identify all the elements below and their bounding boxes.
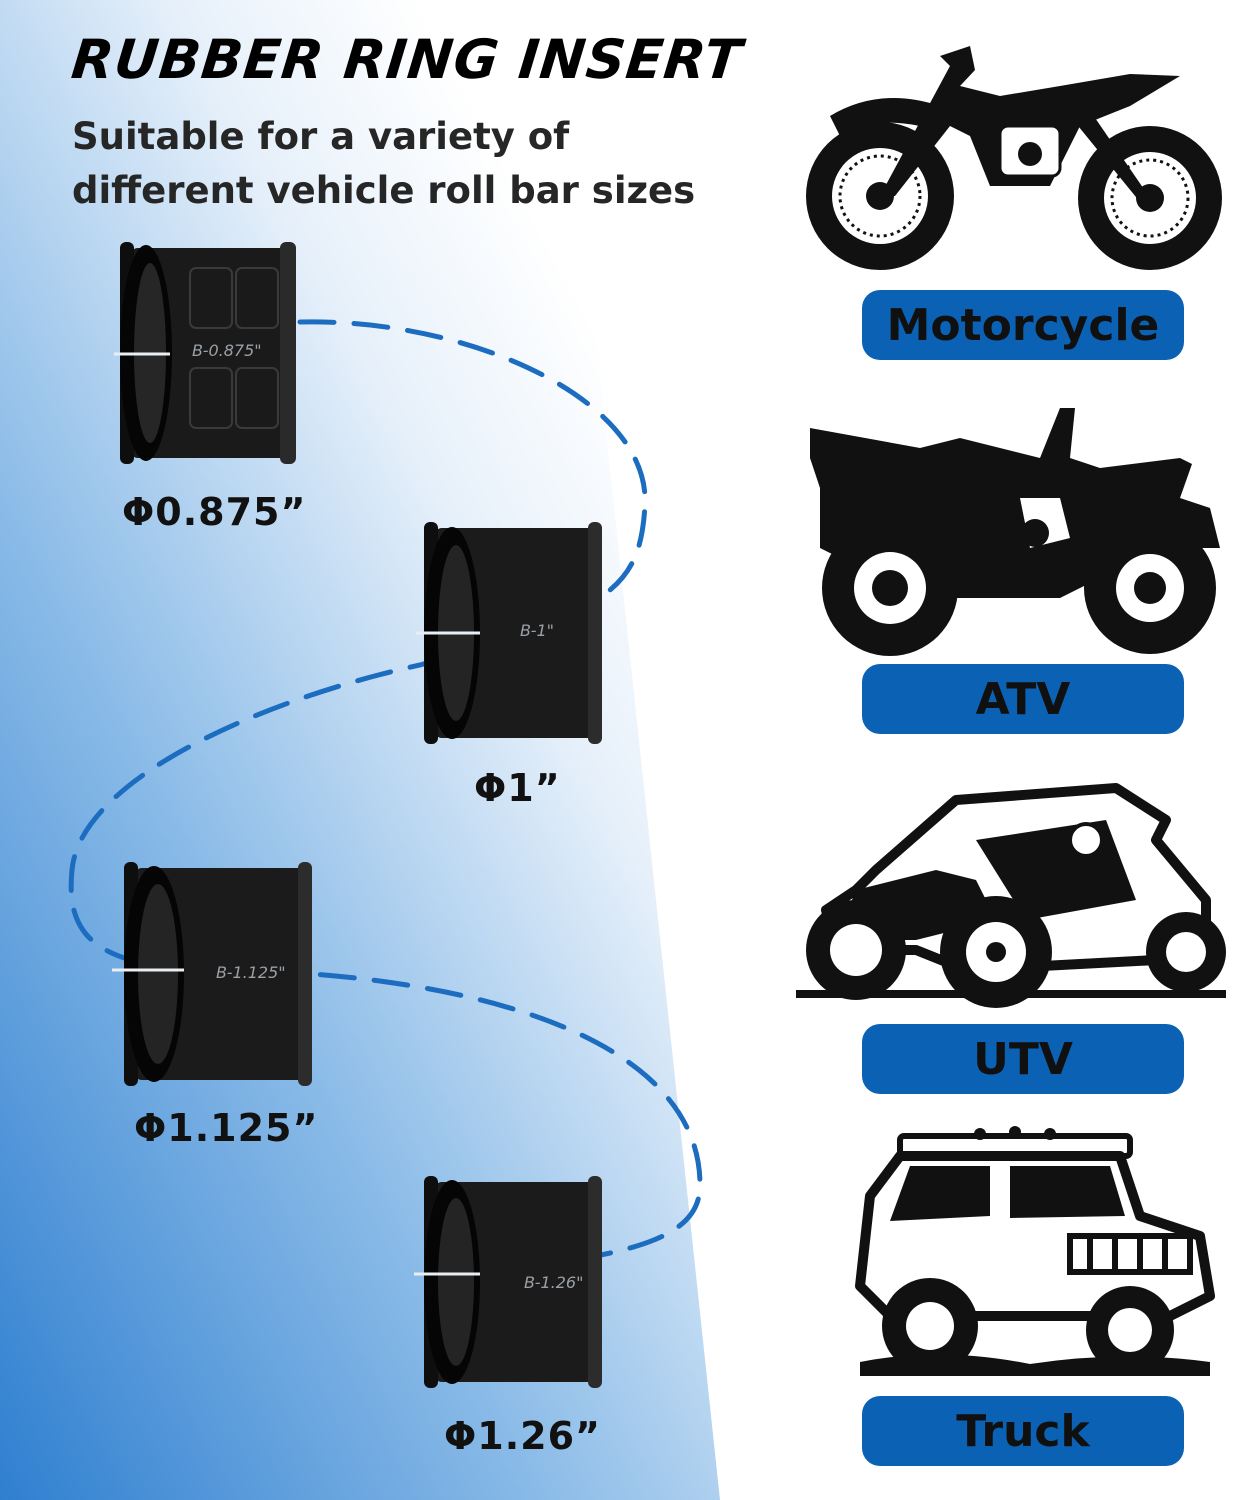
- subtitle: Suitable for a variety of different vehi…: [72, 110, 712, 218]
- pill-utv: UTV: [862, 1024, 1184, 1094]
- motorcycle-icon: [806, 46, 1222, 270]
- pill-atv: ATV: [862, 664, 1184, 734]
- ring-engraving-3: B-1.125": [216, 963, 286, 982]
- ring-engraving-1: B-0.875": [192, 341, 262, 360]
- size-label-0875: Φ0.875”: [122, 490, 307, 534]
- size-label-1: Φ1”: [474, 766, 561, 810]
- ring-1125: B-1.125": [112, 862, 312, 1086]
- pill-label-truck: Truck: [956, 1405, 1090, 1457]
- size-label-1125: Φ1.125”: [134, 1106, 319, 1150]
- subtitle-line-2: different vehicle roll bar sizes: [72, 169, 696, 212]
- pill-label-atv: ATV: [975, 673, 1071, 725]
- size-label-126: Φ1.26”: [444, 1414, 602, 1458]
- pill-label-utv: UTV: [973, 1033, 1073, 1085]
- pill-label-motorcycle: Motorcycle: [886, 299, 1160, 351]
- ring-engraving-2: B-1": [520, 621, 554, 640]
- truck-icon: [855, 1126, 1215, 1376]
- utv-icon: [796, 783, 1226, 1008]
- pill-truck: Truck: [862, 1396, 1184, 1466]
- ring-1: B-1": [416, 522, 602, 744]
- ring-0875: B-0.875": [114, 242, 296, 464]
- atv-icon: [810, 408, 1220, 656]
- page-title: RUBBER RING INSERT: [68, 28, 746, 91]
- ring-engraving-4: B-1.26": [524, 1273, 583, 1292]
- subtitle-line-1: Suitable for a variety of: [72, 115, 570, 158]
- pill-motorcycle: Motorcycle: [862, 290, 1184, 360]
- ring-126: B-1.26": [414, 1176, 602, 1388]
